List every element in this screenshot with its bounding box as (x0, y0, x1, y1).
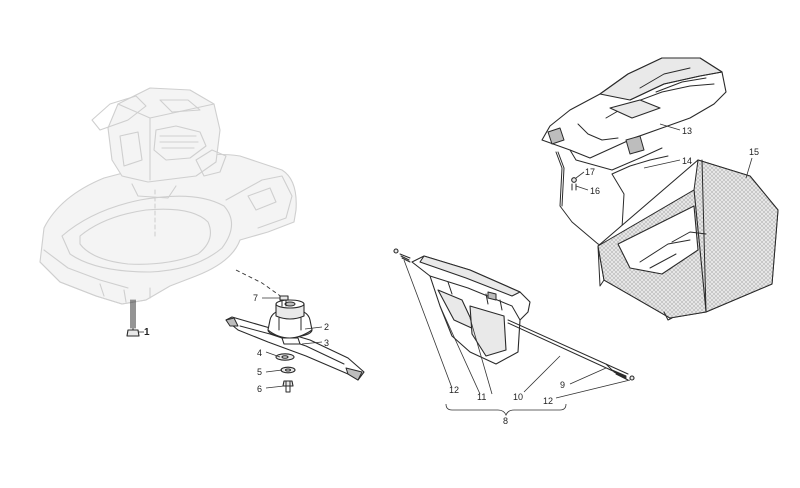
callout-4: 4 (257, 348, 262, 358)
callout-7: 7 (253, 293, 258, 303)
blade-assembly (225, 295, 365, 393)
assembly-line (235, 269, 287, 301)
callout-11: 11 (477, 392, 486, 402)
callout-9: 9 (560, 380, 565, 390)
callout-2: 2 (324, 322, 329, 332)
callout-numbers: 1 2 3 4 5 6 7 8 9 10 11 12 12 13 14 15 1… (144, 126, 759, 426)
rear-flap-assembly (393, 248, 635, 381)
callout-6: 6 (257, 384, 262, 394)
callout-3: 3 (324, 338, 329, 348)
callout-12-left: 12 (449, 385, 459, 395)
callout-8: 8 (503, 416, 508, 426)
callout-1: 1 (144, 327, 150, 338)
grass-catcher (541, 57, 779, 321)
callout-14: 14 (682, 156, 692, 166)
leader-lines (138, 123, 753, 417)
callout-12-right: 12 (543, 396, 553, 406)
callout-16: 16 (590, 186, 600, 196)
bolt-1 (126, 299, 140, 337)
callout-15: 15 (749, 147, 759, 157)
callout-17: 17 (585, 167, 595, 177)
callout-10: 10 (513, 392, 523, 402)
mower-deck-ghost (39, 87, 297, 305)
callout-13: 13 (682, 126, 692, 136)
callout-5: 5 (257, 367, 262, 377)
